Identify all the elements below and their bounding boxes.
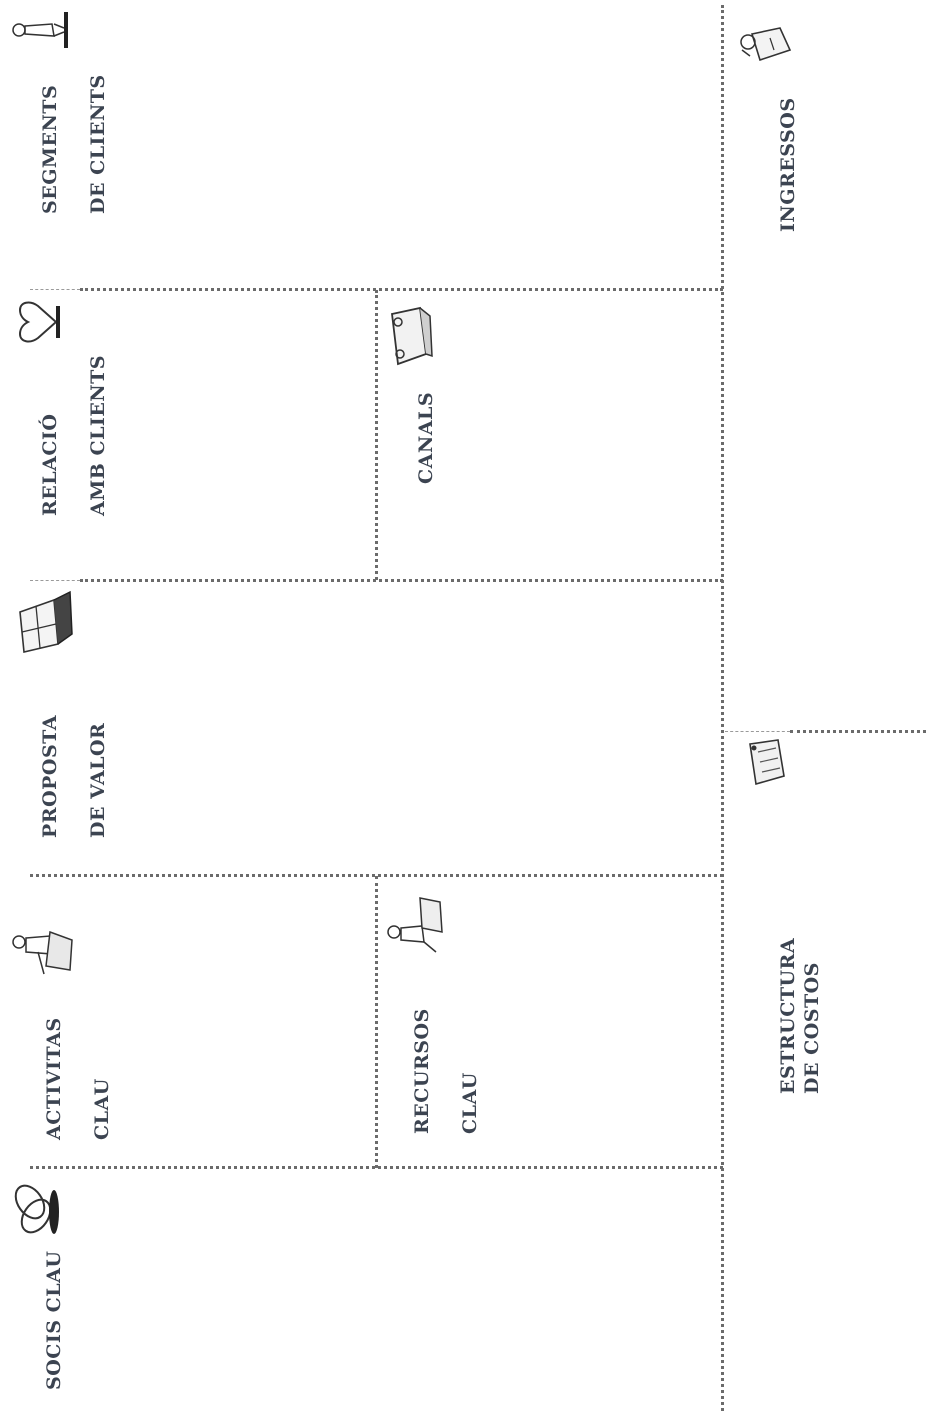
label-estructura-costos: ESTRUCTURA DE COSTOS (752, 920, 848, 1094)
label-ingressos-line1: INGRESSOS (776, 97, 800, 232)
worker-icon (10, 920, 76, 978)
label-ingressos: INGRESSOS (752, 97, 824, 232)
label-segments-line1: SEGMENTS (38, 74, 62, 214)
label-recursos-clau: RECURSOS CLAU (386, 1008, 506, 1134)
divider-recursos-left (375, 876, 378, 1168)
person-icon (10, 10, 68, 50)
label-recursos-line2: CLAU (458, 1008, 482, 1134)
chain-icon (10, 1180, 62, 1242)
label-proposta-line1: PROPOSTA (38, 715, 62, 838)
carrier-icon (384, 894, 446, 960)
divider-main-vertical (721, 5, 724, 1411)
label-canals-line1: CANALS (414, 392, 438, 484)
label-recursos-line1: RECURSOS (410, 1008, 434, 1134)
label-activitats-line1: ACTIVITAS (42, 1017, 66, 1140)
label-activitats-clau: ACTIVITAS CLAU (18, 1017, 138, 1140)
label-segments-clients: SEGMENTS DE CLIENTS (14, 74, 134, 214)
truck-icon (384, 304, 434, 370)
label-proposta-valor: PROPOSTA DE VALOR (14, 715, 134, 838)
label-relacio-clients: RELACIÓ AMB CLIENTS (14, 355, 134, 516)
divider-thin-2 (30, 580, 80, 581)
divider-row-4 (30, 1166, 723, 1169)
gift-icon (14, 588, 76, 656)
label-segments-line2: DE CLIENTS (86, 74, 110, 214)
label-relacio-line2: AMB CLIENTS (86, 355, 110, 516)
divider-canals-left (375, 290, 378, 580)
price-tag-icon (742, 736, 788, 788)
heart-icon (14, 300, 62, 344)
divider-thin-1 (30, 289, 80, 290)
divider-costos-top (790, 730, 926, 733)
divider-row-1 (80, 288, 723, 291)
money-bag-icon (738, 20, 794, 66)
label-socis-line1: SOCIS CLAU (42, 1251, 66, 1390)
label-activitats-line2: CLAU (90, 1017, 114, 1140)
divider-row-3 (30, 874, 723, 877)
label-canals: CANALS (390, 392, 462, 484)
label-proposta-line2: DE VALOR (86, 715, 110, 838)
divider-row-2 (80, 579, 723, 582)
label-socis-clau: SOCIS CLAU (18, 1251, 90, 1390)
label-costos-line1: ESTRUCTURA DE COSTOS (776, 920, 824, 1094)
label-relacio-line1: RELACIÓ (38, 355, 62, 516)
divider-thin-3 (725, 731, 790, 732)
